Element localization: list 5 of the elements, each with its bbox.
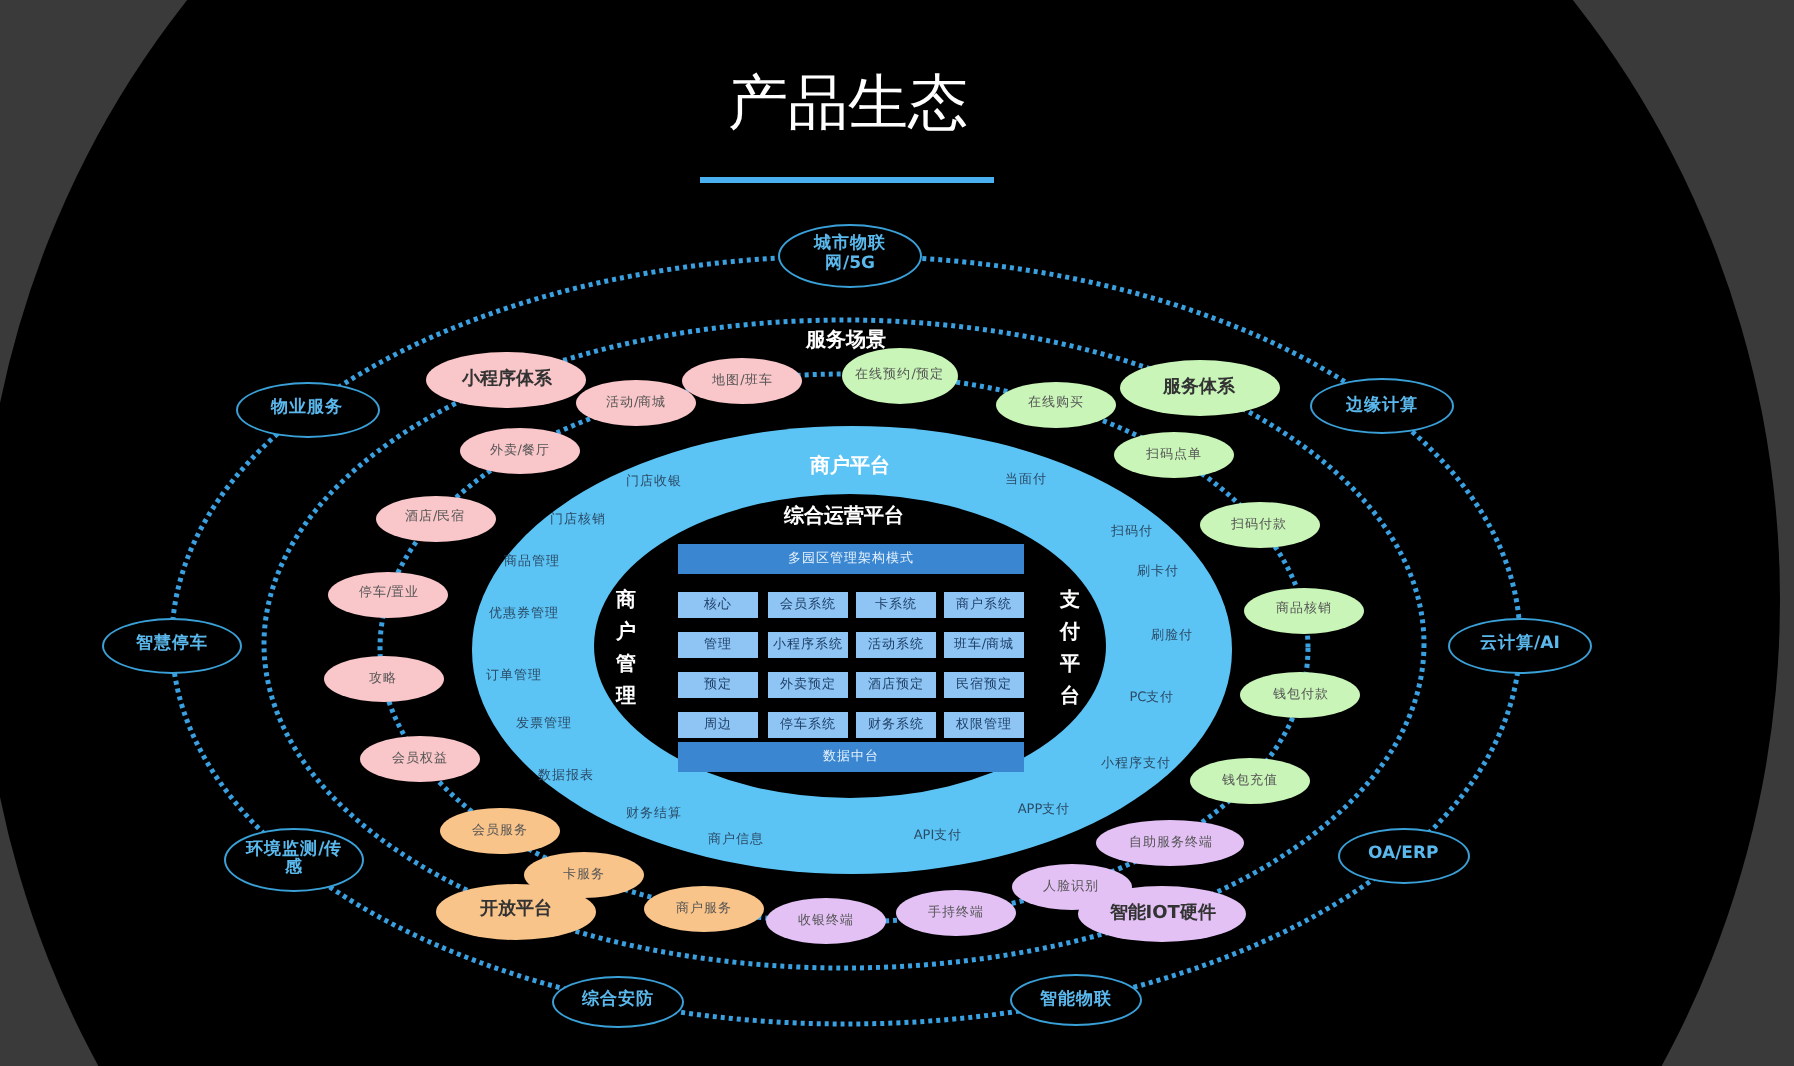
platform-heading: 综合运营平台 [784, 503, 904, 530]
platform-heading: 商户平台 [810, 452, 890, 480]
vertical-heading: 商户管理 [615, 586, 637, 712]
title: 产品生态 [728, 67, 968, 143]
vertical-heading: 支付平台 [1059, 587, 1081, 712]
